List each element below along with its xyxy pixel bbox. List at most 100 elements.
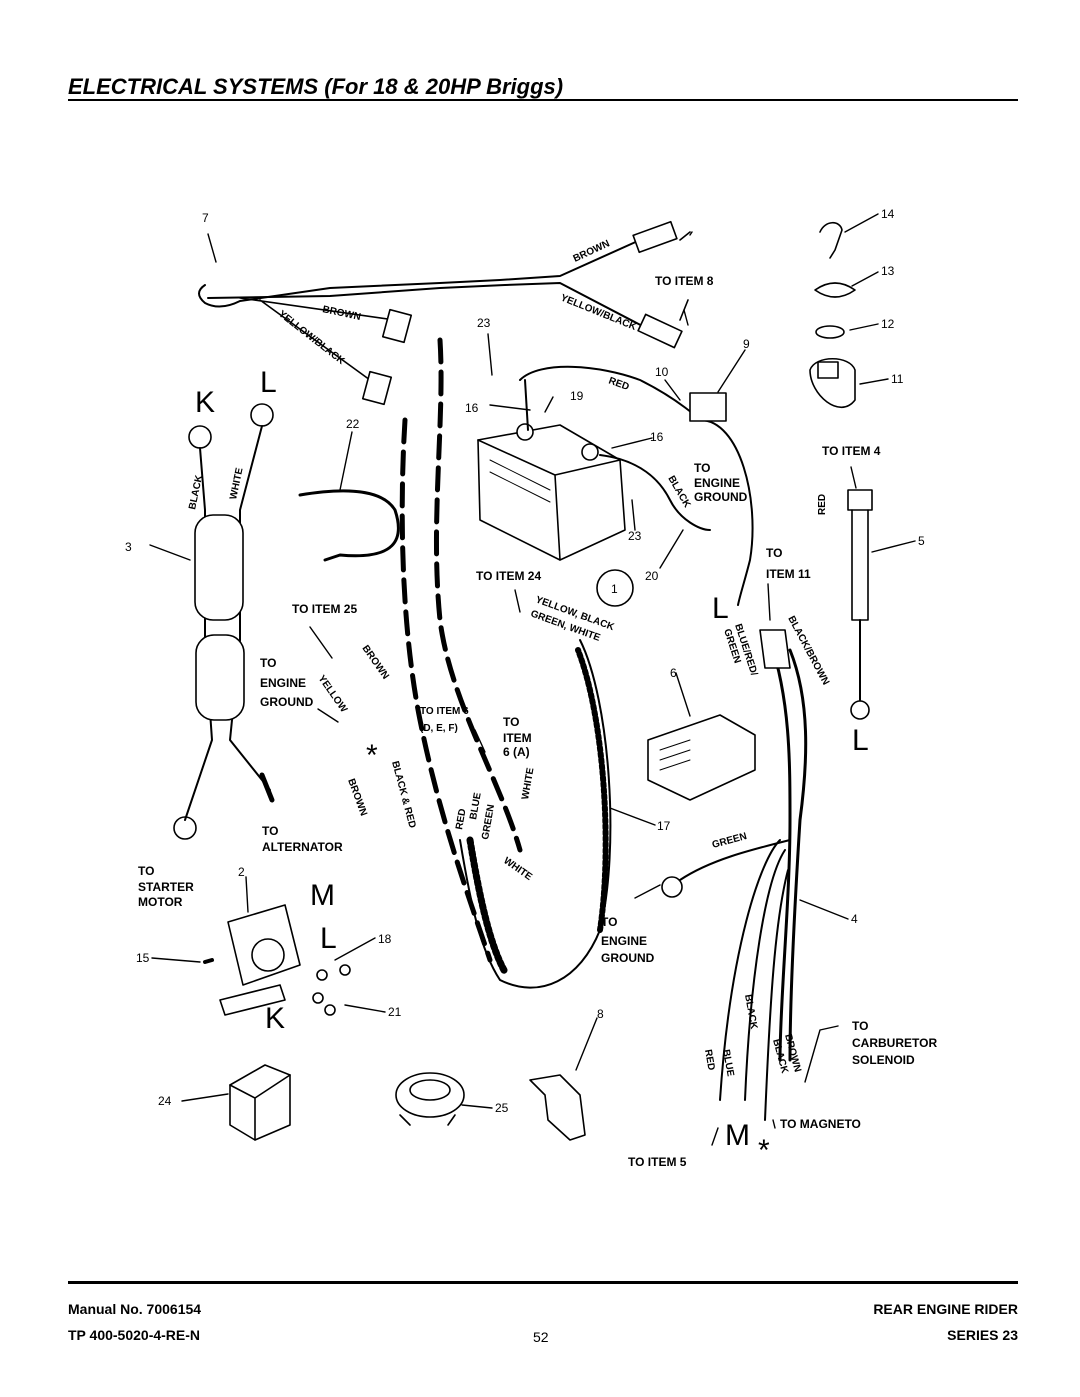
label-to-item-24: TO ITEM 24	[476, 569, 541, 583]
asterisk-2: *	[758, 1134, 770, 1167]
wire-black-3: BLACK	[742, 994, 759, 1031]
callout-12: 12	[881, 317, 895, 331]
wire-yellow-3: YELLOW	[316, 673, 350, 715]
callout-11: 11	[891, 372, 904, 386]
letter-k-1: K	[195, 386, 215, 419]
callout-4: 4	[851, 912, 858, 926]
wire-blue-2: BLUE	[720, 1049, 736, 1078]
leads-3	[173, 403, 275, 840]
manual-number: Manual No. 7006154	[68, 1301, 202, 1317]
callout-2: 2	[238, 865, 245, 879]
wire-green-1: GREEN	[480, 804, 497, 841]
wire-black-red: BLACK & RED	[389, 760, 417, 829]
wire-black-brown: BLACK/BROWN	[785, 614, 831, 687]
callout-16b: 16	[650, 430, 664, 444]
label-to-item-25: TO ITEM 25	[292, 602, 357, 616]
fuse-holder-5	[847, 489, 873, 720]
wire-brown-2: BROWN	[321, 304, 361, 323]
leader-lines	[149, 213, 916, 1146]
label-to-engine-ground-3-line1: TO	[601, 915, 617, 929]
product-name: REAR ENGINE RIDER	[873, 1301, 1018, 1317]
title-rule	[68, 99, 1018, 101]
callout-20: 20	[645, 569, 659, 583]
wire-brown-3: BROWN	[360, 643, 391, 681]
harness-4	[661, 629, 808, 1121]
buzzer-25	[395, 1072, 465, 1126]
wire-black-2: BLACK	[665, 474, 692, 510]
label-to-carburetor-line1: TO	[852, 1019, 868, 1033]
label-to-engine-ground-2-line3: GROUND	[260, 695, 314, 709]
tp-number: TP 400-5020-4-RE-N	[68, 1327, 201, 1343]
relay-24	[229, 1064, 291, 1141]
solenoid-2	[203, 904, 351, 1016]
footer-rule	[68, 1281, 1018, 1284]
callout-8: 8	[597, 1007, 604, 1021]
wire-red-4: RED	[702, 1049, 717, 1072]
connector-6	[647, 714, 756, 801]
harness-7	[198, 220, 691, 406]
wire-brown-4: BROWN	[345, 777, 369, 817]
battery	[477, 365, 754, 606]
callout-25: 25	[495, 1101, 509, 1115]
label-to-engine-ground-3-line2: ENGINE	[601, 934, 647, 948]
label-to-starter-motor-line2: STARTER	[138, 880, 194, 894]
callout-7: 7	[202, 211, 209, 225]
label-to-starter-motor-line1: TO	[138, 864, 154, 878]
callout-1: 1	[611, 582, 618, 596]
cable-22	[298, 489, 400, 562]
callout-21: 21	[388, 1005, 402, 1019]
asterisk-1: *	[366, 739, 378, 772]
connection-letters: K L L L M L K M * *	[195, 366, 869, 1167]
callout-9: 9	[743, 337, 750, 351]
callout-13: 13	[881, 264, 895, 278]
letter-k-2: K	[265, 1002, 285, 1035]
label-to-item-11-line1: TO	[766, 546, 782, 560]
wire-red-2: RED	[454, 808, 469, 831]
letter-m-1: M	[310, 879, 335, 912]
bracket-8	[529, 1074, 586, 1141]
label-to-engine-ground-2-line1: TO	[260, 656, 276, 670]
page-title: ELECTRICAL SYSTEMS (For 18 & 20HP Briggs…	[68, 74, 564, 99]
label-to-engine-ground-3-line3: GROUND	[601, 951, 655, 965]
callout-17: 17	[657, 819, 671, 833]
key-switch	[809, 221, 856, 408]
letter-l-1: L	[260, 366, 277, 399]
label-to-starter-motor-line3: MOTOR	[138, 895, 183, 909]
wire-blue-1: BLUE	[468, 791, 484, 820]
callout-18: 18	[378, 932, 392, 946]
label-to-engine-ground-1-line2: ENGINE	[694, 476, 740, 490]
label-to-item-6a-line2: ITEM	[503, 731, 532, 745]
label-to-engine-ground-2-line2: ENGINE	[260, 676, 306, 690]
callout-3: 3	[125, 540, 132, 554]
label-to-engine-ground-1-line1: TO	[694, 461, 710, 475]
callout-6: 6	[670, 666, 677, 680]
wire-red-1: RED	[607, 375, 631, 393]
wire-white-2: WHITE	[520, 767, 536, 801]
label-to-alternator-line2: ALTERNATOR	[262, 840, 343, 854]
wire-yellow-black-1: YELLOW/BLACK	[559, 293, 639, 334]
letter-l-2: L	[712, 592, 729, 625]
callout-14: 14	[881, 207, 895, 221]
harness-17	[399, 337, 612, 989]
callout-23b: 23	[628, 529, 642, 543]
callout-15: 15	[136, 951, 150, 965]
callout-10: 10	[655, 365, 669, 379]
series-name: SERIES 23	[947, 1327, 1018, 1343]
callout-5: 5	[918, 534, 925, 548]
label-to-carburetor-line3: SOLENOID	[852, 1053, 915, 1067]
letter-l-4: L	[320, 922, 337, 955]
wire-red-3: RED	[817, 494, 828, 515]
callout-24: 24	[158, 1094, 172, 1108]
label-to-item-6-line2: (D, E, F)	[420, 723, 458, 734]
label-to-item-6a-line1: TO	[503, 715, 519, 729]
callout-22: 22	[346, 417, 360, 431]
label-to-engine-ground-1-line3: GROUND	[694, 490, 748, 504]
label-to-alternator-line1: TO	[262, 824, 278, 838]
wire-white-3: WHITE	[501, 855, 534, 883]
routing-labels: TO ITEM 8 TO ITEM 4 TO ENGINE GROUND TO …	[138, 274, 937, 1169]
callout-numbers: 7 23 22 3 19 16 16 23 20 1 10 9 14 13 12…	[125, 207, 925, 1115]
label-to-item-8: TO ITEM 8	[655, 274, 714, 288]
page-number: 52	[533, 1329, 549, 1345]
callout-16a: 16	[465, 401, 479, 415]
